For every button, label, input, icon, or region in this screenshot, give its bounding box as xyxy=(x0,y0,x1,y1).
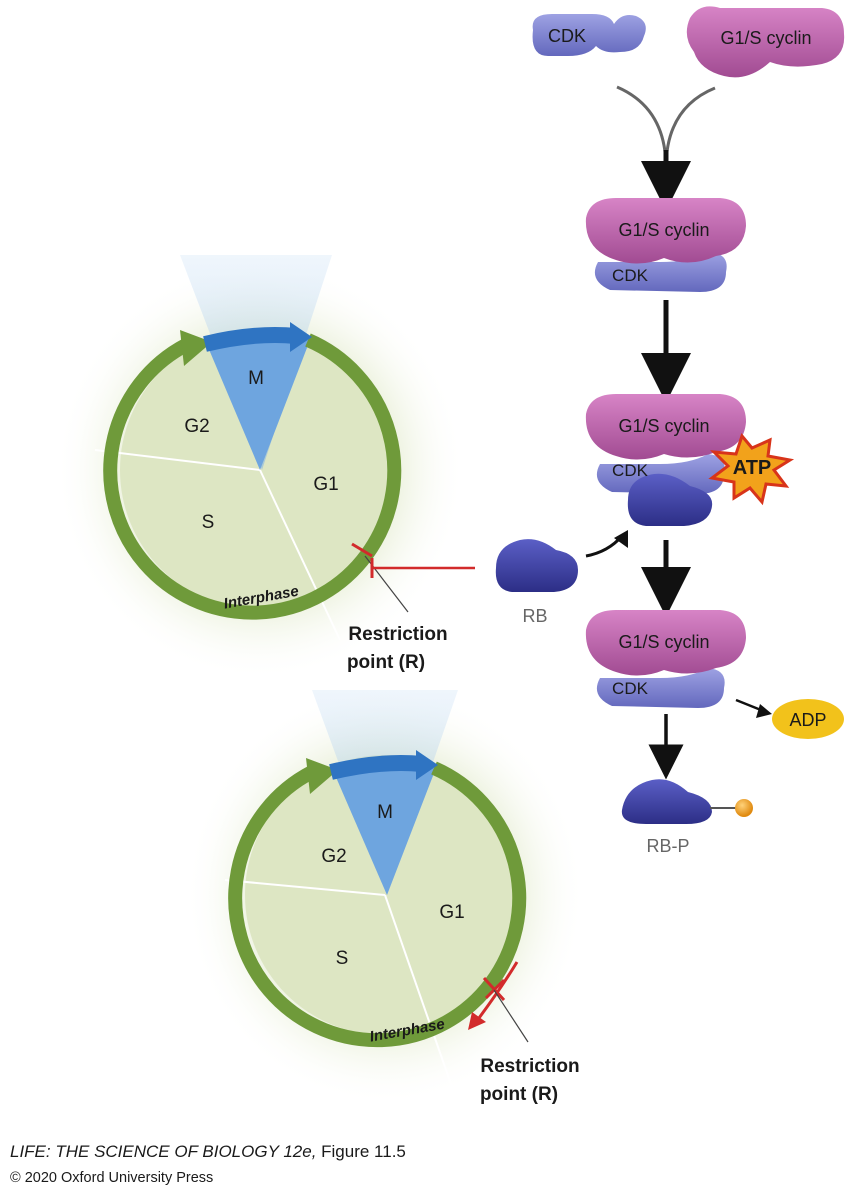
divider-g2-s xyxy=(224,879,386,896)
cyclin-free xyxy=(686,6,845,78)
complex3-cyclin-label: G1/S cyclin xyxy=(618,632,709,652)
merge-curve-left xyxy=(616,85,668,169)
rb-label: RB xyxy=(522,606,547,626)
rb-free xyxy=(495,539,578,592)
merge-curve-right xyxy=(664,86,716,169)
cdk-free xyxy=(532,14,646,56)
divider-g2-s xyxy=(94,449,261,471)
complex1-cyclin xyxy=(585,198,746,264)
phase-g1-label: G1 xyxy=(313,474,338,495)
complex2-cyclin-label: G1/S cyclin xyxy=(618,416,709,436)
restriction-marker xyxy=(351,542,373,558)
complex3-cdk-label: CDK xyxy=(612,679,649,698)
cell-cycle-bottom: M G2 G1 S Interphase Restriction point (… xyxy=(185,685,585,1111)
phase-m-label: M xyxy=(248,368,264,389)
divider-s-g1 xyxy=(259,469,341,641)
restriction-label-line2: point (R) xyxy=(480,1084,558,1105)
restriction-label-line1: Restriction xyxy=(348,624,447,645)
phase-g2-label: G2 xyxy=(184,416,209,437)
restriction-label-line2: point (R) xyxy=(347,652,425,673)
phase-s-label: S xyxy=(202,512,215,533)
complex1-cdk-label: CDK xyxy=(612,266,649,285)
complex2-rb xyxy=(627,473,713,526)
atp-burst xyxy=(708,432,795,506)
phase-m-label: M xyxy=(377,802,393,823)
phase-g1-label: G1 xyxy=(439,902,464,923)
mitosis-arrow xyxy=(203,327,297,352)
caption-figure: Figure 11.5 xyxy=(316,1142,406,1161)
mitosis-arrowhead xyxy=(416,750,438,780)
progression-arrowhead xyxy=(468,1012,486,1030)
restriction-leader xyxy=(493,989,529,1043)
adp-label: ADP xyxy=(789,710,826,730)
complex3-cyclin xyxy=(585,610,746,676)
restriction-cross-b xyxy=(484,978,506,1000)
mitosis-wedge xyxy=(332,768,436,895)
adp-arrowhead xyxy=(756,704,772,718)
complex2-cyclin xyxy=(585,394,746,460)
cell-cycle-top: M G2 G1 S Interphase Restriction point (… xyxy=(55,255,475,680)
cell-cycle-diagram: M G2 G1 S Interphase Restriction point (… xyxy=(55,6,845,1111)
mitosis-arrowhead xyxy=(290,322,312,352)
caption-copyright: © 2020 Oxford University Press xyxy=(10,1170,214,1186)
cdk-pathway: CDK G1/S cyclin G1/S cyclin CDK G1/S cyc… xyxy=(495,6,845,856)
atp-label: ATP xyxy=(733,457,772,479)
interphase-arrow xyxy=(103,333,402,620)
complex3-cdk xyxy=(596,668,725,708)
cdk-free-label: CDK xyxy=(548,26,586,46)
restriction-label-line1: Restriction xyxy=(480,1056,579,1077)
interphase-arrow xyxy=(228,761,527,1048)
complex2-cdk-label: CDK xyxy=(612,461,649,480)
rb-phosphorylated xyxy=(621,779,712,824)
rb-binding-arrowhead xyxy=(614,530,628,548)
phase-g2-label: G2 xyxy=(321,846,346,867)
caption-book: LIFE: THE SCIENCE OF BIOLOGY 12e, xyxy=(10,1142,317,1161)
mitosis-arrow xyxy=(329,755,423,780)
cyclin-free-label: G1/S cyclin xyxy=(720,28,811,48)
rb-p-label: RB-P xyxy=(646,836,689,856)
mitosis-wedge xyxy=(205,340,310,470)
adp-molecule xyxy=(772,699,844,739)
phase-s-label: S xyxy=(336,948,349,969)
progression-arrow xyxy=(474,961,519,1023)
caption-source: LIFE: THE SCIENCE OF BIOLOGY 12e, Figure… xyxy=(10,1142,406,1162)
divider-s-g1 xyxy=(384,894,461,1111)
complex1-cyclin-label: G1/S cyclin xyxy=(618,220,709,240)
phosphate-group xyxy=(735,799,753,817)
